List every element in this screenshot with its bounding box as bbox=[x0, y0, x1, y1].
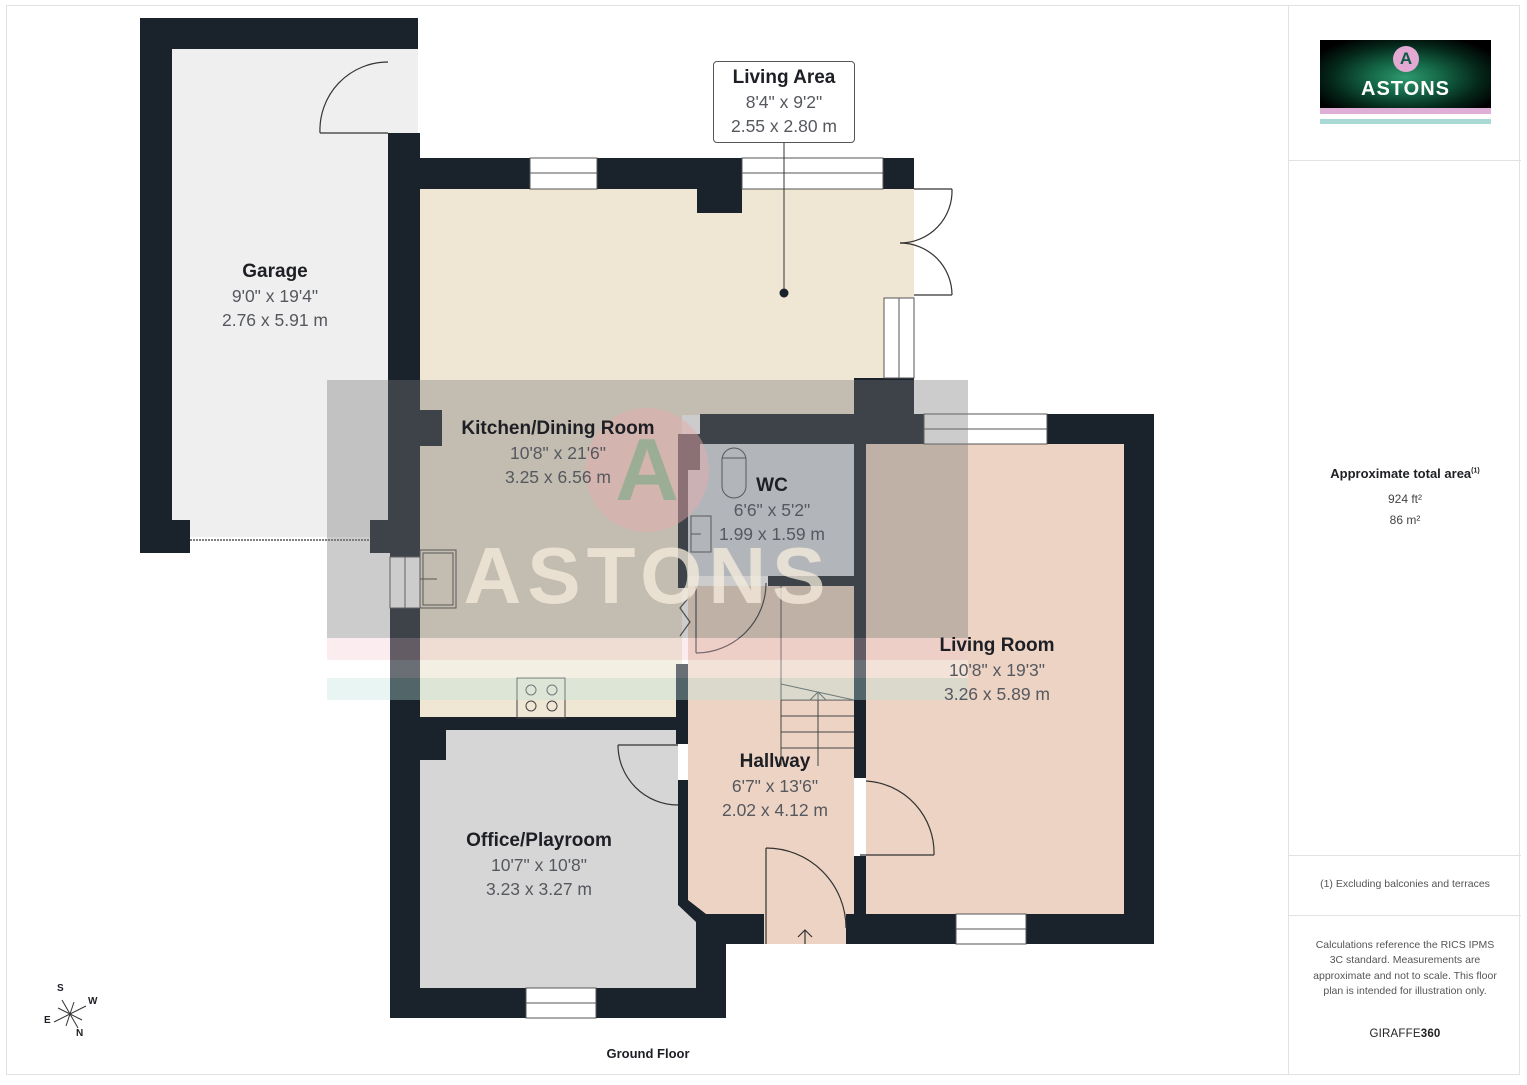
room-dim-metric: 3.23 x 3.27 m bbox=[485, 879, 593, 899]
room-label-living-area: Living Area 8'4" x 9'2" 2.55 x 2.80 m bbox=[713, 61, 855, 143]
astons-logo: A ASTONS bbox=[1320, 40, 1491, 108]
logo-text: ASTONS bbox=[1361, 78, 1450, 100]
room-label-kitchen: Kitchen/Dining Room 10'8" x 21'6" 3.25 x… bbox=[461, 417, 654, 489]
brand-bold: 360 bbox=[1420, 1028, 1441, 1040]
room-dim-imperial: 10'8" x 19'3" bbox=[949, 660, 1045, 680]
room-dim-imperial: 8'4" x 9'2" bbox=[745, 92, 823, 112]
compass-west: W bbox=[88, 996, 98, 1007]
area-section: Approximate total area(1) 924 ft² 86 m² bbox=[1289, 161, 1521, 856]
floor-plan: A ASTONS Garage 9'0" x 19'4" 2.76 x 5.91… bbox=[40, 18, 1154, 1061]
page-frame bbox=[6, 5, 1520, 1075]
room-dim-imperial: 6'7" x 13'6" bbox=[731, 776, 819, 796]
hallway-floor bbox=[688, 586, 854, 916]
floor-plan-drawing bbox=[53, 18, 1154, 1029]
compass-north: N bbox=[76, 1028, 84, 1039]
room-dim-metric: 1.99 x 1.59 m bbox=[718, 524, 826, 544]
doors bbox=[190, 61, 953, 944]
logo-stripe-pink bbox=[1320, 108, 1491, 114]
room-label-living-room: Living Room 10'8" x 19'3" 3.26 x 5.89 m bbox=[939, 634, 1054, 706]
room-name: Hallway bbox=[739, 751, 811, 772]
room-dim-metric: 3.25 x 6.56 m bbox=[504, 467, 612, 487]
area-title-text: Approximate total area bbox=[1330, 466, 1472, 481]
sidebar: A ASTONS Approximate total area(1) 924 f… bbox=[1288, 5, 1521, 1075]
garage-door-area bbox=[388, 49, 418, 133]
callout-dot bbox=[779, 288, 789, 298]
kitchen-floor-strip bbox=[682, 379, 856, 415]
room-dim-imperial: 10'7" x 10'8" bbox=[491, 855, 587, 875]
kitchen-floor bbox=[420, 379, 682, 717]
living-room-floor bbox=[866, 444, 1124, 914]
office-floor bbox=[420, 730, 696, 988]
room-dim-metric: 2.02 x 4.12 m bbox=[721, 800, 829, 820]
compass-east: E bbox=[44, 1015, 51, 1026]
room-name: Garage bbox=[242, 261, 308, 282]
toilet-icon bbox=[721, 447, 747, 499]
disclaimer-section: Calculations reference the RICS IPMS 3C … bbox=[1289, 916, 1521, 1075]
compass-south: S bbox=[57, 983, 64, 994]
compass: S W E N bbox=[40, 980, 110, 1042]
logo-stripe-teal bbox=[1320, 119, 1491, 124]
room-name: Living Room bbox=[939, 635, 1055, 656]
room-label-wc: WC 6'6" x 5'2" 1.99 x 1.59 m bbox=[719, 474, 825, 546]
logo-badge-icon: A bbox=[1393, 46, 1419, 72]
area-metric: 86 m² bbox=[1389, 513, 1421, 527]
garage-floor bbox=[172, 49, 388, 537]
room-dim-imperial: 6'6" x 5'2" bbox=[733, 500, 811, 520]
giraffe360-brand: GIRAFFE360 bbox=[1289, 1028, 1521, 1040]
disclaimer-text: Calculations reference the RICS IPMS 3C … bbox=[1313, 939, 1497, 997]
footnote-marker: (1) bbox=[1471, 467, 1480, 475]
compass-rose-icon bbox=[53, 999, 87, 1029]
room-dim-imperial: 10'8" x 21'6" bbox=[510, 443, 606, 463]
room-name: Office/Playroom bbox=[466, 830, 612, 851]
living-area-floor bbox=[420, 189, 914, 379]
hob-icon bbox=[516, 677, 566, 719]
room-name: Kitchen/Dining Room bbox=[461, 418, 655, 439]
wc-floor bbox=[688, 444, 854, 576]
stairs bbox=[780, 586, 855, 766]
logo-section: A ASTONS bbox=[1289, 5, 1521, 161]
room-label-office: Office/Playroom 10'7" x 10'8" 3.23 x 3.2… bbox=[466, 829, 612, 901]
room-name: WC bbox=[756, 475, 788, 496]
windows bbox=[389, 157, 1048, 1019]
area-imperial: 924 ft² bbox=[1387, 492, 1423, 506]
room-label-garage: Garage 9'0" x 19'4" 2.76 x 5.91 m bbox=[222, 260, 328, 332]
room-dim-metric: 3.26 x 5.89 m bbox=[943, 684, 1051, 704]
room-name: Living Area bbox=[732, 67, 836, 88]
room-dim-imperial: 9'0" x 19'4" bbox=[231, 286, 319, 306]
area-title: Approximate total area(1) bbox=[1289, 466, 1521, 481]
floor-label: Ground Floor bbox=[606, 1046, 690, 1061]
fixtures bbox=[419, 447, 747, 719]
room-label-hallway: Hallway 6'7" x 13'6" 2.02 x 4.12 m bbox=[722, 750, 828, 822]
note-section: (1) Excluding balconies and terraces bbox=[1289, 856, 1521, 916]
walls bbox=[140, 18, 1154, 1018]
brand-light: GIRAFFE bbox=[1369, 1028, 1421, 1040]
room-dim-metric: 2.55 x 2.80 m bbox=[730, 116, 838, 136]
footnote-text: (1) Excluding balconies and terraces bbox=[1320, 878, 1490, 890]
room-dim-metric: 2.76 x 5.91 m bbox=[221, 310, 329, 330]
